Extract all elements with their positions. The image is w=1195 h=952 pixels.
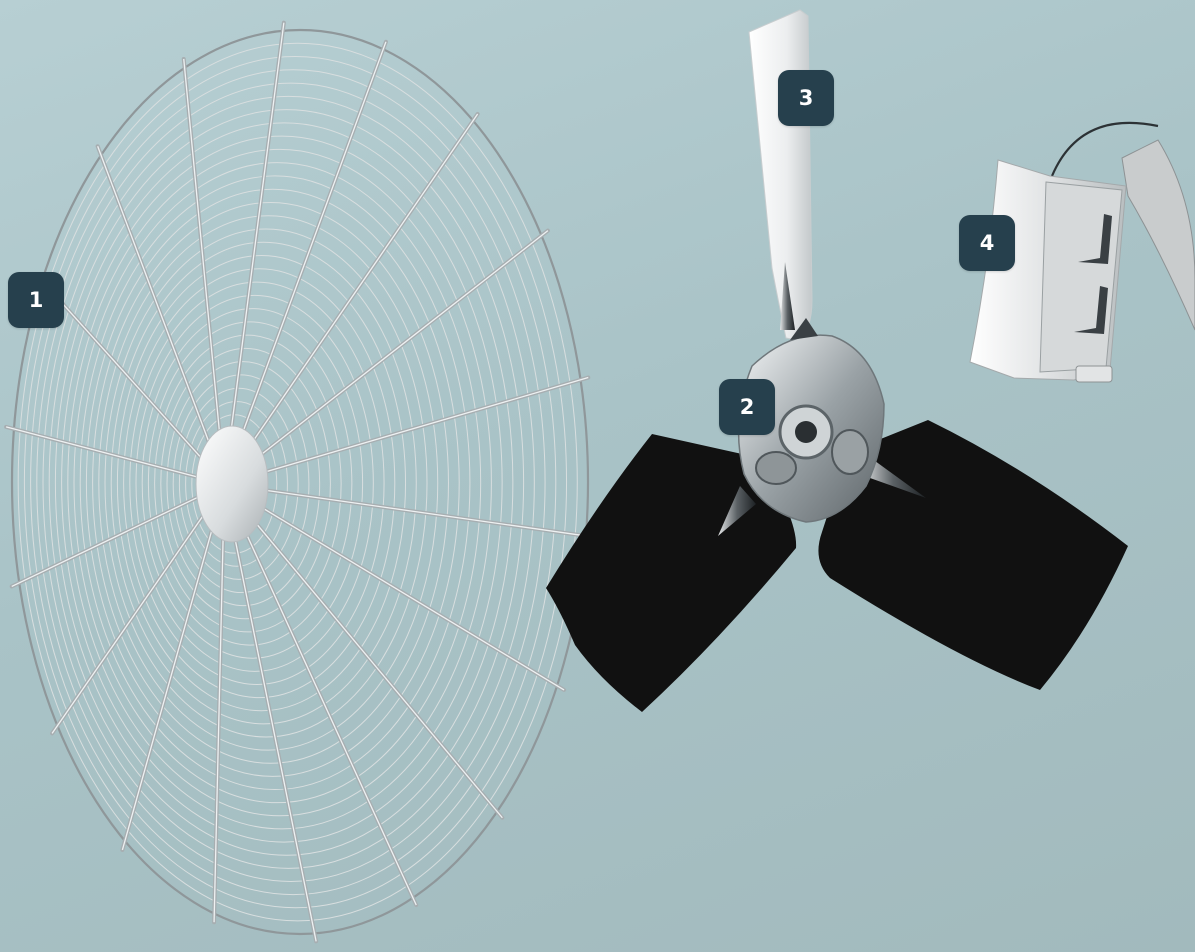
grille-ring bbox=[24, 57, 566, 908]
grille-ring bbox=[68, 149, 492, 815]
grille-ring bbox=[74, 163, 481, 803]
grille-ring bbox=[43, 96, 534, 868]
callout-badge-4[interactable]: 4 bbox=[959, 215, 1015, 271]
grille-ring bbox=[62, 136, 503, 829]
grille-spoke-highlight bbox=[6, 427, 202, 478]
grille-ring bbox=[80, 176, 470, 790]
callout-badge-2[interactable]: 2 bbox=[719, 379, 775, 435]
blade-light bbox=[749, 10, 812, 340]
grille-rings bbox=[12, 30, 588, 934]
grille-ring bbox=[31, 70, 556, 895]
grille-center-disc bbox=[196, 426, 268, 542]
grille-spokes bbox=[6, 23, 594, 942]
callout-badge-1[interactable]: 1 bbox=[8, 272, 64, 328]
grille-spoke-highlight bbox=[257, 231, 548, 458]
grille-spoke-highlight bbox=[253, 519, 503, 818]
guard-grille bbox=[6, 23, 594, 942]
callout-badge-3[interactable]: 3 bbox=[778, 70, 834, 126]
grille-spoke-highlight bbox=[250, 114, 478, 446]
grille-spoke-highlight bbox=[12, 495, 203, 587]
grille-ring bbox=[49, 110, 523, 856]
grille-spoke-highlight bbox=[214, 530, 223, 922]
